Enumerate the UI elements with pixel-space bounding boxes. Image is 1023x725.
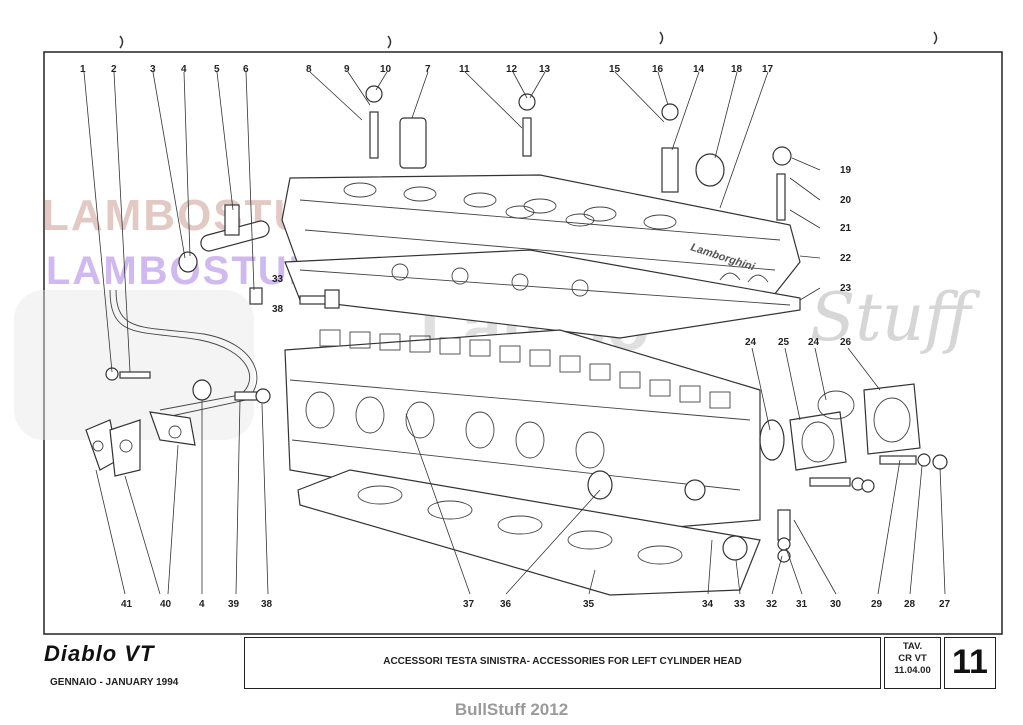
revision-date: 11.04.00: [894, 665, 931, 676]
callout-21: 21: [840, 223, 852, 234]
leader-lines: [83, 71, 946, 595]
callout-2: 2: [111, 64, 117, 75]
brand-logo-box: Diablo VT GENNAIO - JANUARY 1994: [44, 637, 240, 689]
callout-4-bottom: 4: [199, 599, 205, 610]
callout-18: 18: [731, 64, 743, 75]
callout-13: 13: [539, 64, 551, 75]
side-plates: [722, 383, 948, 563]
callout-22: 22: [840, 253, 852, 264]
callout-15: 15: [609, 64, 621, 75]
callout-31: 31: [796, 599, 808, 610]
callout-33: 33: [734, 599, 746, 610]
callout-11: 11: [459, 64, 470, 75]
callout-23: 23: [840, 283, 852, 294]
watermark-stuff: Stuff: [810, 279, 981, 356]
callout-40: 40: [160, 599, 172, 610]
binder-marks: [119, 31, 938, 49]
callout-7: 7: [425, 64, 431, 75]
title-box: ACCESSORI TESTA SINISTRA- ACCESSORIES FO…: [244, 637, 881, 689]
callouts-top: 1 2 3 4 5 6 8 9 10 7 11 12 13 15 16 14 1…: [80, 64, 774, 75]
callout-24-a: 24: [745, 337, 757, 348]
head-gasket: [297, 469, 761, 596]
callout-33-upper: 33: [272, 274, 284, 285]
callout-34: 34: [702, 599, 714, 610]
callout-3: 3: [150, 64, 156, 75]
callout-39: 39: [228, 599, 240, 610]
callout-36: 36: [500, 599, 512, 610]
callout-5: 5: [214, 64, 220, 75]
issue-date: GENNAIO - JANUARY 1994: [50, 677, 179, 688]
footer-credit: BullStuff 2012: [454, 700, 569, 719]
page-number: 11: [952, 643, 988, 681]
page-number-box: 11: [944, 637, 996, 689]
callout-4: 4: [181, 64, 187, 75]
callout-14: 14: [693, 64, 705, 75]
callout-1: 1: [80, 64, 86, 75]
callout-35: 35: [583, 599, 595, 610]
table-ref-box: TAV. CR VT 11.04.00: [884, 637, 941, 689]
callouts-bottom: 41 40 4 39 38 37 36 35 34 33 32 31 30 29…: [121, 599, 951, 610]
callout-37: 37: [463, 599, 475, 610]
drawing-frame: [43, 51, 1003, 635]
callout-6: 6: [243, 64, 249, 75]
callout-10: 10: [380, 64, 392, 75]
callout-12: 12: [506, 64, 518, 75]
diablo-vt-logo: Diablo VT: [44, 641, 155, 666]
tav-label: TAV.: [902, 641, 923, 652]
callout-17: 17: [762, 64, 774, 75]
bolts-and-studs: [105, 85, 792, 404]
callout-20: 20: [840, 195, 852, 206]
callout-26: 26: [840, 337, 852, 348]
callouts-right: 19 20 21 22 23: [840, 165, 852, 294]
callout-29: 29: [871, 599, 883, 610]
callout-9: 9: [344, 64, 350, 75]
callout-24-b: 24: [808, 337, 820, 348]
model-code: CR VT: [898, 653, 927, 664]
callout-16: 16: [652, 64, 664, 75]
callout-27: 27: [939, 599, 951, 610]
callout-38-upper: 38: [272, 304, 284, 315]
callout-41: 41: [121, 599, 133, 610]
callout-32: 32: [766, 599, 778, 610]
callout-38: 38: [261, 599, 273, 610]
watermark-car-shape: [14, 290, 254, 440]
callout-19: 19: [840, 165, 852, 176]
diagram-title: ACCESSORI TESTA SINISTRA- ACCESSORIES FO…: [383, 656, 742, 667]
callouts-mid: 33 38 24 25 24 26: [272, 274, 852, 348]
callout-8: 8: [306, 64, 312, 75]
callout-30: 30: [830, 599, 842, 610]
callout-28: 28: [904, 599, 916, 610]
callout-25: 25: [778, 337, 790, 348]
